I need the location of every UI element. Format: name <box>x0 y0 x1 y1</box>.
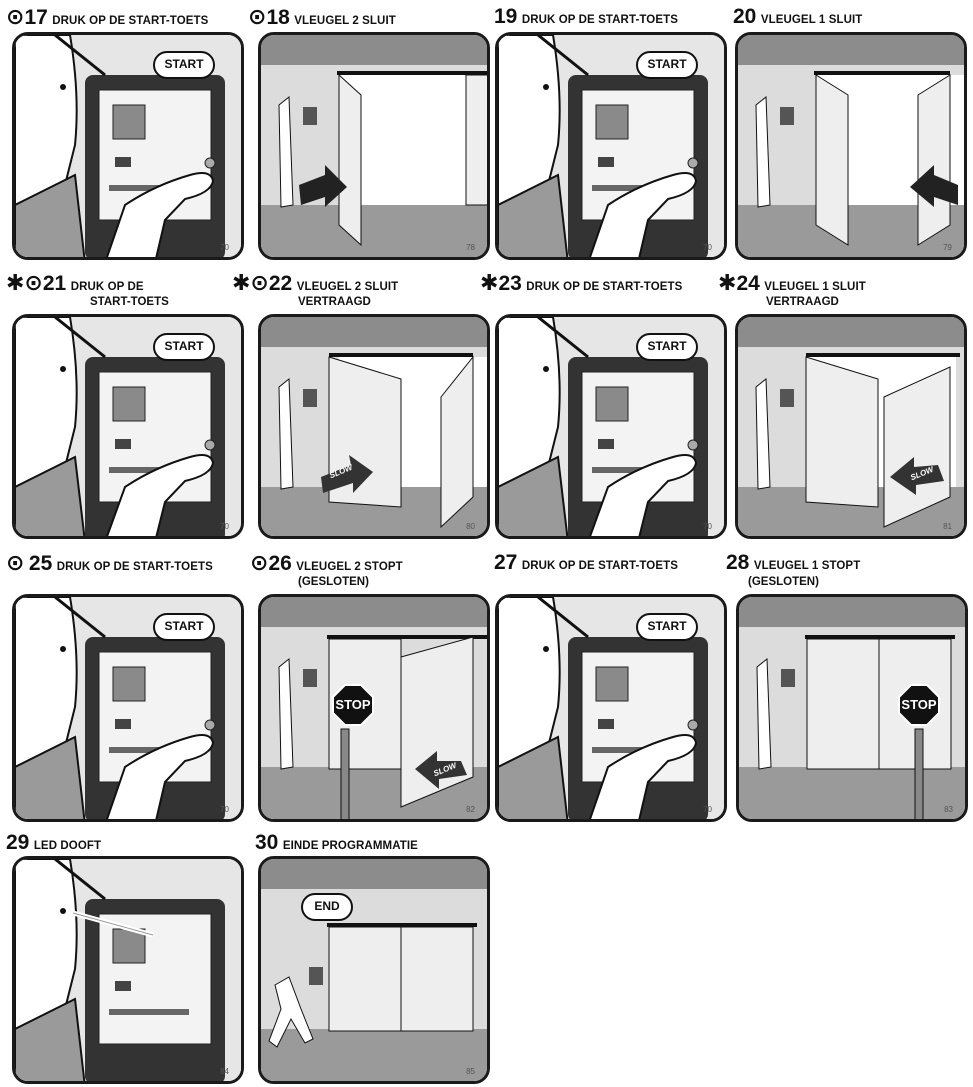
start-bubble: START <box>636 613 698 641</box>
step-caption-line2: (GESLOTEN) <box>298 576 369 588</box>
start-bubble: START <box>153 51 215 79</box>
step-caption: 20 VLEUGEL 1 SLUIT <box>733 6 862 31</box>
leaf-2-stop-illustration <box>261 597 490 822</box>
panel-gate-scene: SLOW 81 <box>735 314 967 539</box>
led-off-illustration <box>15 859 244 1084</box>
step-19: 19 DRUK OP DE START-TOETS START 70 <box>490 0 735 265</box>
step-caption-line2: START-TOETS <box>90 296 169 308</box>
start-bubble: START <box>636 51 698 79</box>
step-29: 29 LED DOOFT 84 <box>0 832 248 1087</box>
step-caption: 30 EINDE PROGRAMMATIE <box>255 832 418 857</box>
end-bubble: END <box>301 893 353 921</box>
step-24: ✱24 VLEUGEL 1 SLUIT VERTRAAGD SLOW 81 <box>718 272 973 542</box>
panel-gate-scene: END 85 <box>258 856 490 1084</box>
step-caption: ✱⊙22 VLEUGEL 2 SLUIT <box>232 272 398 298</box>
panel-gate-scene: SLOW 80 <box>258 314 490 539</box>
panel-number: 70 <box>703 243 712 252</box>
panel-number: 83 <box>944 805 953 814</box>
step-caption: 27 DRUK OP DE START-TOETS <box>494 552 678 577</box>
start-bubble: START <box>153 333 215 361</box>
step-caption-line2: VERTRAAGD <box>766 296 839 308</box>
panel-number: 70 <box>220 243 229 252</box>
step-21: ✱⊙21 DRUK OP DE START-TOETS START 70 <box>0 272 245 542</box>
panel-control-board: START 70 <box>12 314 244 539</box>
step-caption: 29 LED DOOFT <box>6 832 101 857</box>
panel-number: 70 <box>220 805 229 814</box>
panel-number: 78 <box>466 243 475 252</box>
step-caption-line2: (GESLOTEN) <box>748 576 819 588</box>
panel-control-board: START 70 <box>495 314 727 539</box>
step-18: ⊙18 VLEUGEL 2 SLUIT 78 <box>248 0 493 265</box>
start-bubble: START <box>153 613 215 641</box>
step-caption: ⊙26 VLEUGEL 2 STOPT <box>250 552 403 578</box>
step-20: 20 VLEUGEL 1 SLUIT 79 <box>733 0 973 265</box>
panel-number: 84 <box>220 1067 229 1076</box>
end-programming-illustration <box>261 859 490 1084</box>
step-caption: ✱24 VLEUGEL 1 SLUIT <box>718 272 866 298</box>
step-30: 30 EINDE PROGRAMMATIE END 85 <box>255 832 500 1087</box>
panel-control-board: START 70 <box>12 594 244 822</box>
panel-gate-scene: 79 <box>735 32 967 260</box>
step-26: ⊙26 VLEUGEL 2 STOPT (GESLOTEN) STOP SLOW… <box>250 552 495 824</box>
panel-number: 85 <box>466 1067 475 1076</box>
step-caption: ⊙ 25 DRUK OP DE START-TOETS <box>6 552 213 578</box>
stop-sign-label: STOP <box>899 697 939 712</box>
leaf-2-closing-illustration <box>261 35 490 260</box>
step-caption: 28 VLEUGEL 1 STOPT <box>726 552 860 577</box>
panel-gate-scene: 78 <box>258 32 490 260</box>
panel-number: 79 <box>943 243 952 252</box>
panel-control-board: START 70 <box>495 594 727 822</box>
stop-sign-label: STOP <box>333 697 373 712</box>
step-27: 27 DRUK OP DE START-TOETS START 70 <box>490 552 735 824</box>
step-17: ⊙17 DRUK OP DE START-TOETS START 70 <box>0 0 245 265</box>
panel-number: 81 <box>943 522 952 531</box>
step-23: ✱23 DRUK OP DE START-TOETS START 70 <box>480 272 735 542</box>
step-caption-line2: VERTRAAGD <box>298 296 371 308</box>
step-28: 28 VLEUGEL 1 STOPT (GESLOTEN) STOP 83 <box>726 552 973 824</box>
step-22: ✱⊙22 VLEUGEL 2 SLUIT VERTRAAGD SLOW 80 <box>232 272 490 542</box>
panel-number: 70 <box>703 805 712 814</box>
leaf-2-slow-closing-illustration <box>261 317 490 539</box>
panel-gate-scene: STOP 83 <box>736 594 968 822</box>
panel-number: 70 <box>703 522 712 531</box>
step-caption: ⊙18 VLEUGEL 2 SLUIT <box>248 6 396 32</box>
panel-control-board: START 70 <box>12 32 244 260</box>
panel-control-board: 84 <box>12 856 244 1084</box>
step-caption: ⊙17 DRUK OP DE START-TOETS <box>6 6 208 32</box>
step-caption: 19 DRUK OP DE START-TOETS <box>494 6 678 31</box>
panel-gate-scene: STOP SLOW 82 <box>258 594 490 822</box>
leaf-1-closing-illustration <box>738 35 967 260</box>
panel-number: 82 <box>466 805 475 814</box>
panel-number: 80 <box>466 522 475 531</box>
step-caption: ✱23 DRUK OP DE START-TOETS <box>480 272 682 298</box>
panel-control-board: START 70 <box>495 32 727 260</box>
step-caption: ✱⊙21 DRUK OP DE <box>6 272 144 298</box>
start-bubble: START <box>636 333 698 361</box>
step-25: ⊙ 25 DRUK OP DE START-TOETS START 70 <box>0 552 248 824</box>
panel-number: 70 <box>220 522 229 531</box>
leaf-1-slow-closing-illustration <box>738 317 967 539</box>
